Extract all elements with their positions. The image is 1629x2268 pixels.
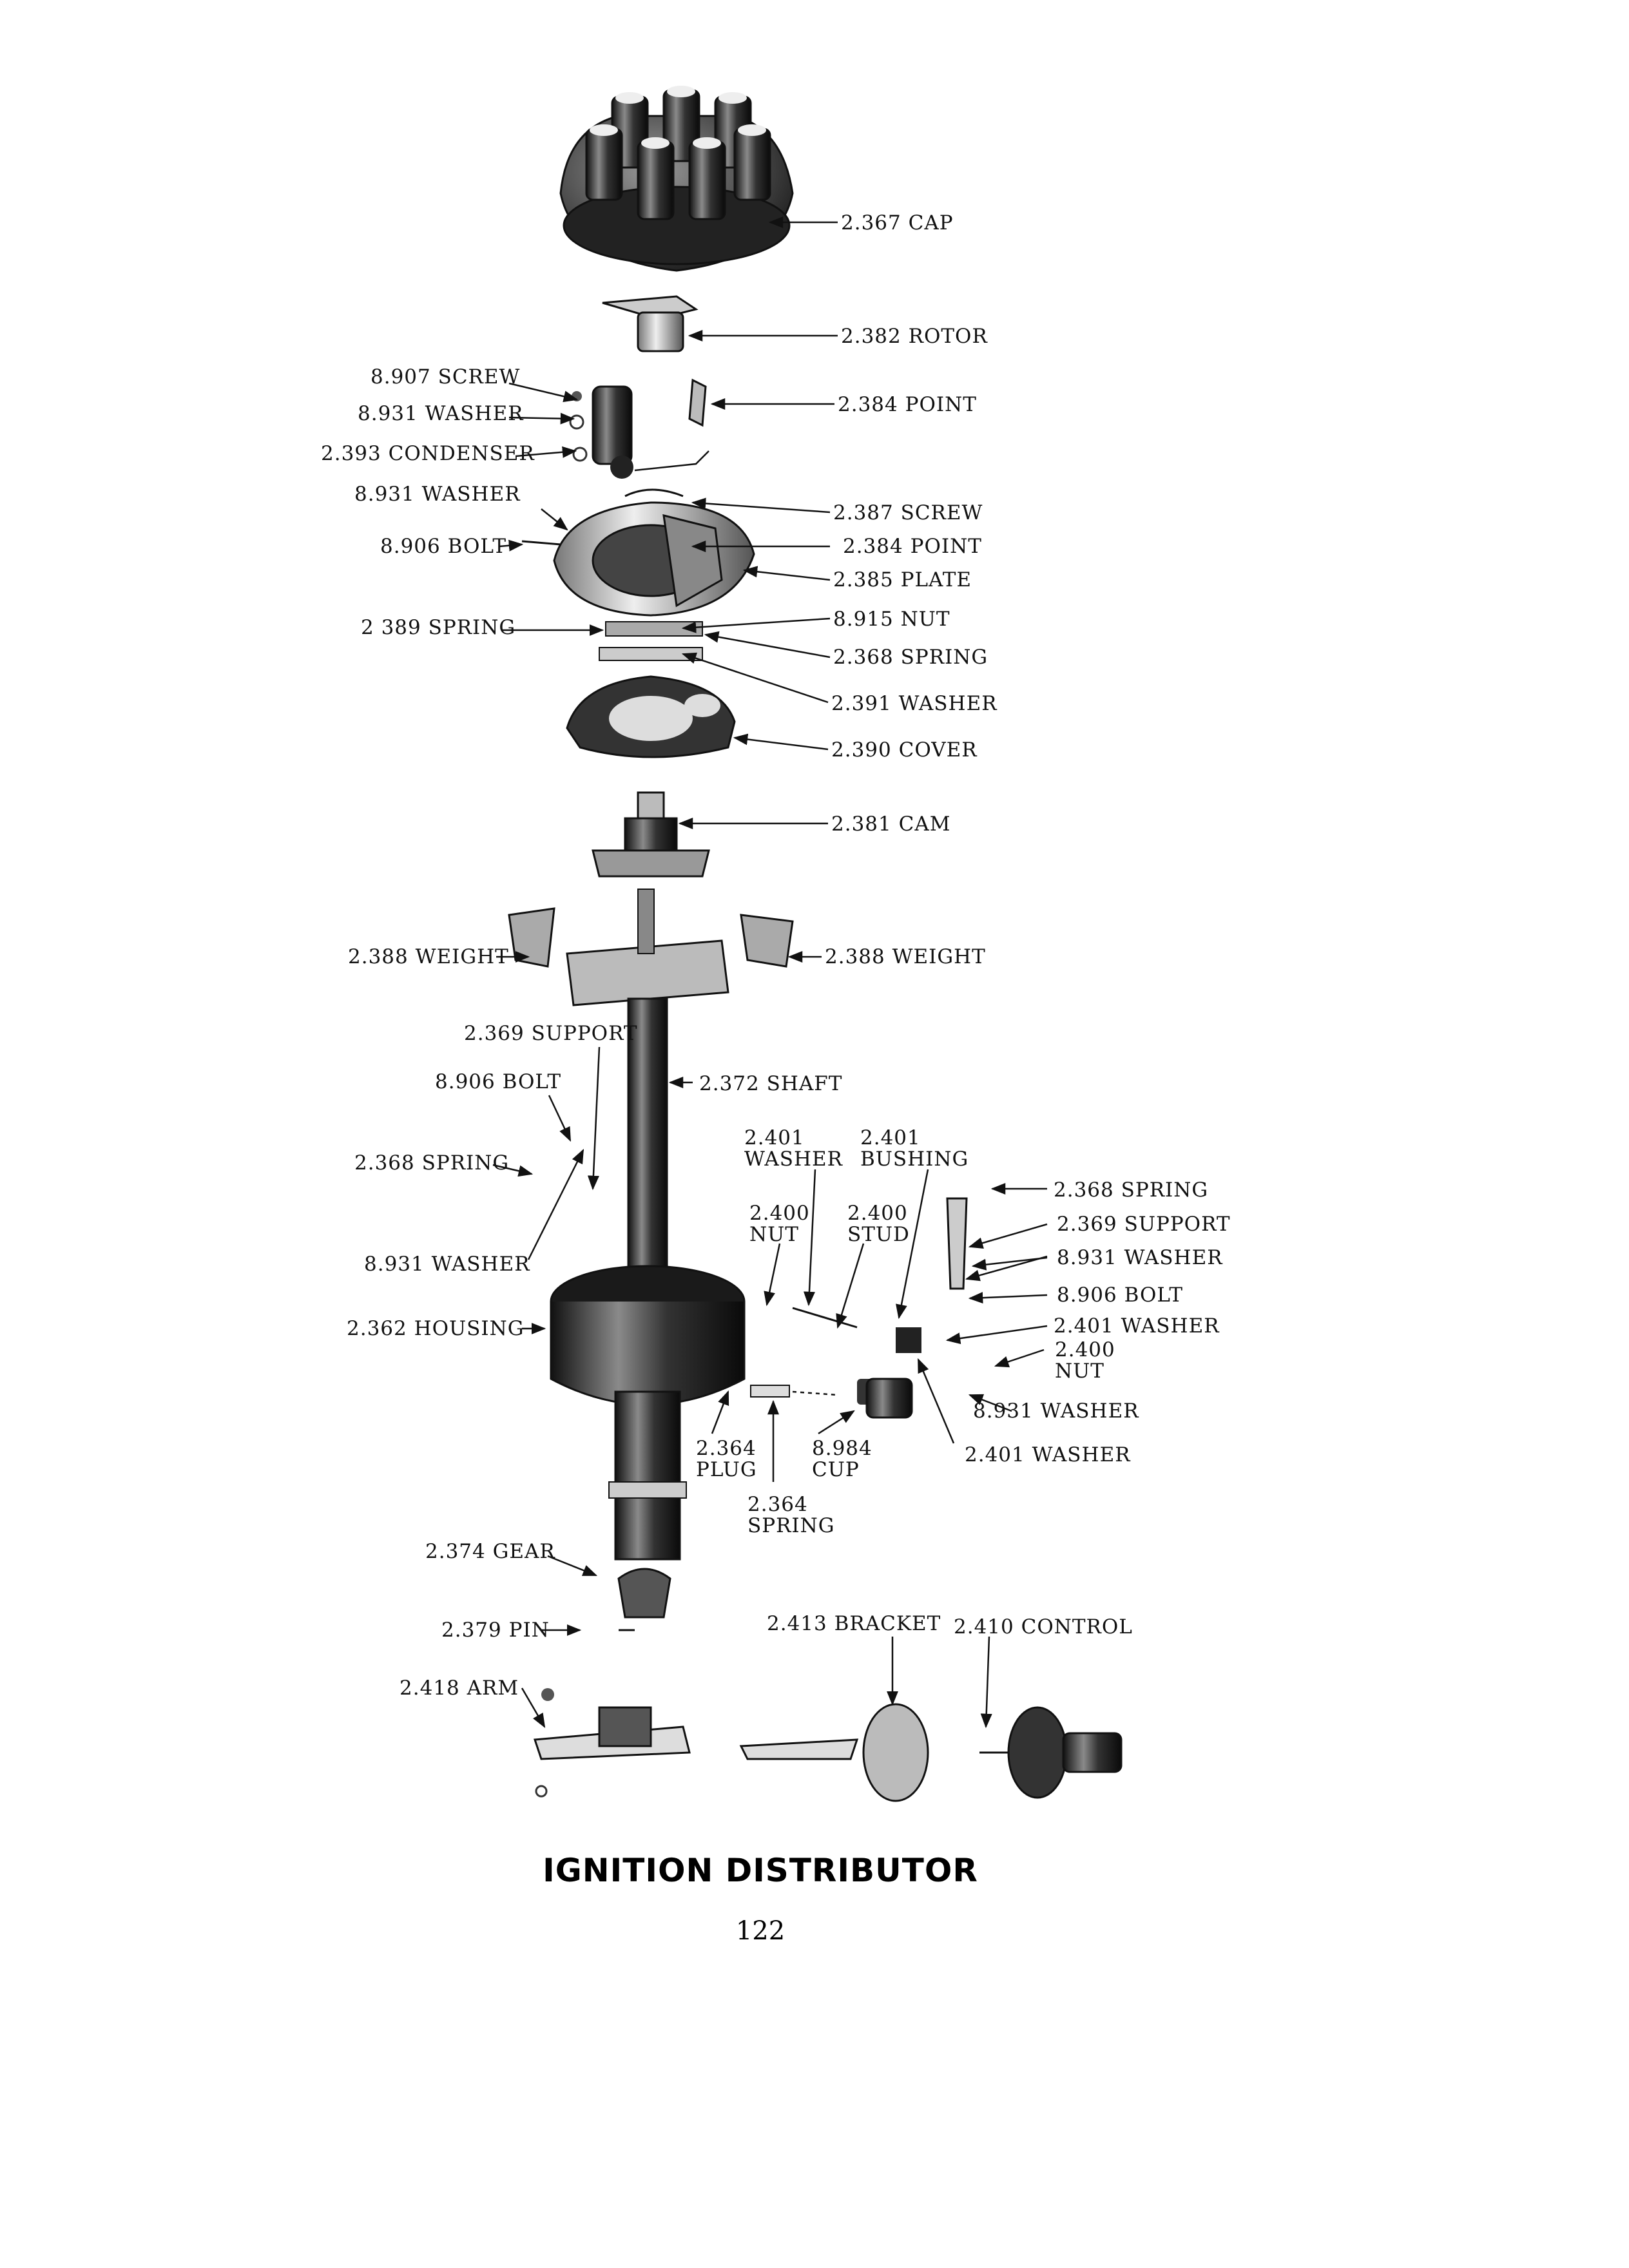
label-support-2369-b: 2.369 SUPPORT xyxy=(1057,1213,1231,1236)
label-washer-8931-c: 8.931 WASHER xyxy=(1057,1246,1223,1269)
breaker-plate-part xyxy=(521,488,755,661)
label-point-2384-b: 2.384 POINT xyxy=(843,535,982,558)
label-bolt-8906-b: 8.906 BOLT xyxy=(435,1070,561,1093)
label-control: 2.410 CONTROL xyxy=(954,1615,1133,1639)
rotor-part xyxy=(602,295,699,352)
label-spring-2368-b: 2.368 SPRING xyxy=(354,1151,509,1175)
label-spring-2368-a: 2.368 SPRING xyxy=(833,646,988,669)
label-support-2369-a: 2.369 SUPPORT xyxy=(464,1022,638,1045)
label-cam: 2.381 CAM xyxy=(831,812,950,836)
label-point-2384-a: 2.384 POINT xyxy=(838,393,977,416)
label-plate: 2.385 PLATE xyxy=(833,568,972,591)
label-weight-left: 2.388 WEIGHT xyxy=(348,945,509,968)
label-bracket: 2.413 BRACKET xyxy=(767,1612,941,1635)
label-washer-2391: 2.391 WASHER xyxy=(831,692,998,715)
label-washer-8931-b: 8.931 WASHER xyxy=(354,483,521,506)
part-labels: 2.367 CAP 2.382 ROTOR 8.907 SCREW 8.931 … xyxy=(321,211,1231,1700)
label-bolt-8906-c: 8.906 BOLT xyxy=(1057,1283,1183,1307)
points-condenser-part xyxy=(569,378,709,479)
label-nut-8915: 8.915 NUT xyxy=(833,608,950,631)
label-spring-2389: 2 389 SPRING xyxy=(361,616,516,639)
shaft-housing-part xyxy=(550,997,746,1631)
label-condenser: 2.393 CONDENSER xyxy=(321,442,535,465)
label-housing: 2.362 HOUSING xyxy=(347,1317,525,1340)
cam-part xyxy=(592,791,710,878)
cover-part xyxy=(566,675,736,758)
label-washer-2401-b: 2.401 WASHER xyxy=(1054,1314,1220,1338)
vacuum-linkage-parts xyxy=(750,1197,968,1419)
label-washer-8931-d: 8.931 WASHER xyxy=(364,1253,530,1276)
arm-bracket-control-parts xyxy=(533,1688,1123,1802)
label-gear: 2.374 GEAR xyxy=(425,1540,555,1563)
label-pin: 2.379 PIN xyxy=(441,1619,550,1642)
diagram-title: IGNITION DISTRIBUTOR xyxy=(543,1852,978,1889)
label-arm: 2.418 ARM xyxy=(400,1677,519,1700)
label-cover: 2.390 COVER xyxy=(831,738,978,762)
label-spring-2368-c: 2.368 SPRING xyxy=(1054,1178,1208,1202)
label-screw-8907: 8.907 SCREW xyxy=(371,365,520,389)
label-weight-right: 2.388 WEIGHT xyxy=(825,945,986,968)
cap-part xyxy=(559,86,794,272)
label-cap: 2.367 CAP xyxy=(841,211,954,235)
label-washer-8931-e: 8.931 WASHER xyxy=(973,1399,1139,1423)
label-screw-2387: 2.387 SCREW xyxy=(833,501,983,524)
page-number: 122 xyxy=(736,1916,785,1946)
label-shaft: 2.372 SHAFT xyxy=(699,1072,842,1095)
label-rotor: 2.382 ROTOR xyxy=(841,325,988,348)
weights-support-part xyxy=(508,889,794,1006)
label-bolt-8906-a: 8.906 BOLT xyxy=(380,535,506,558)
label-washer-8931-a: 8.931 WASHER xyxy=(358,402,524,425)
label-washer-2401-c: 2.401 WASHER xyxy=(965,1443,1131,1466)
leader-lines xyxy=(492,216,1048,1729)
